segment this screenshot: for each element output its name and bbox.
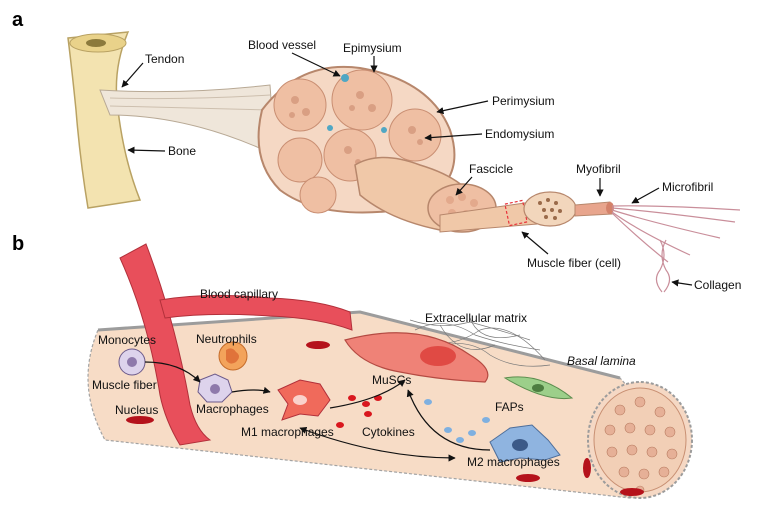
collagen-label: Collagen: [694, 278, 741, 292]
nucleus-label: Nucleus: [115, 403, 158, 417]
blood-vessel-arrow: [291, 52, 341, 77]
collagen-arrow: [671, 279, 693, 287]
muscle-fiber-cell-arrow: [521, 231, 549, 255]
muscle-fiber-label: Muscle fiber: [92, 378, 157, 392]
fascicle-label: Fascicle: [469, 162, 513, 176]
collagen-strands: [611, 205, 741, 293]
macrophage-to-m1-arrow: [231, 386, 271, 394]
panel-b-label: b: [12, 233, 24, 255]
muscle-fiber-cell-label: Muscle fiber (cell): [527, 256, 621, 270]
m1-macrophage-cell: [277, 379, 331, 421]
perimysium-label: Perimysium: [492, 94, 555, 108]
faps-label: FAPs: [495, 400, 524, 414]
endomysium-label: Endomysium: [485, 127, 554, 141]
tendon-arrow: [121, 62, 144, 88]
muscle-fiber-illustration: [439, 191, 614, 233]
blood-capillary: [119, 243, 353, 446]
basal-lamina-label: Basal lamina: [567, 354, 636, 368]
nuclei: [126, 341, 644, 496]
faps-cell: [503, 376, 574, 400]
bone-label: Bone: [168, 144, 196, 158]
epimysium-label: Epimysium: [343, 41, 402, 55]
extracellular-matrix-label: Extracellular matrix: [425, 311, 527, 325]
muscs-label: MuSCs: [372, 373, 411, 387]
m1-to-muscs-arrow: [329, 379, 406, 409]
musc-cell: [344, 332, 489, 383]
m1-m2-bidirectional-arrow: [299, 426, 456, 462]
neutrophil-cell: [218, 341, 248, 371]
perimysium-arrow: [436, 100, 489, 115]
fascicle-arrow: [455, 176, 473, 196]
bone-illustration: [67, 31, 142, 209]
monocytes-label: Monocytes: [98, 333, 156, 347]
m2-macrophage-cell: [489, 424, 561, 463]
m2-macrophages-label: M2 macrophages: [467, 455, 560, 469]
endomysium-arrow: [424, 133, 483, 142]
monocyte-to-macrophage-arrow: [144, 361, 201, 383]
microfibril-label: Microfibril: [662, 180, 713, 194]
panel-a-label: a: [12, 9, 24, 31]
cytokines-label: Cytokines: [362, 425, 415, 439]
bone-arrow: [127, 146, 166, 154]
cytokines-blue: [424, 399, 490, 443]
neutrophils-label: Neutrophils: [196, 332, 257, 346]
tendon-label: Tendon: [145, 52, 184, 66]
microfibril-arrow: [631, 187, 660, 204]
m1-macrophages-label: M1 macrophages: [241, 425, 334, 439]
blood-capillary-label: Blood capillary: [200, 287, 278, 301]
blood-vessel-label: Blood vessel: [248, 38, 316, 52]
macrophages-label: Macrophages: [196, 402, 269, 416]
macrophage-cell: [197, 373, 233, 403]
monocyte-cell: [118, 348, 146, 376]
myofibril-label: Myofibril: [576, 162, 621, 176]
